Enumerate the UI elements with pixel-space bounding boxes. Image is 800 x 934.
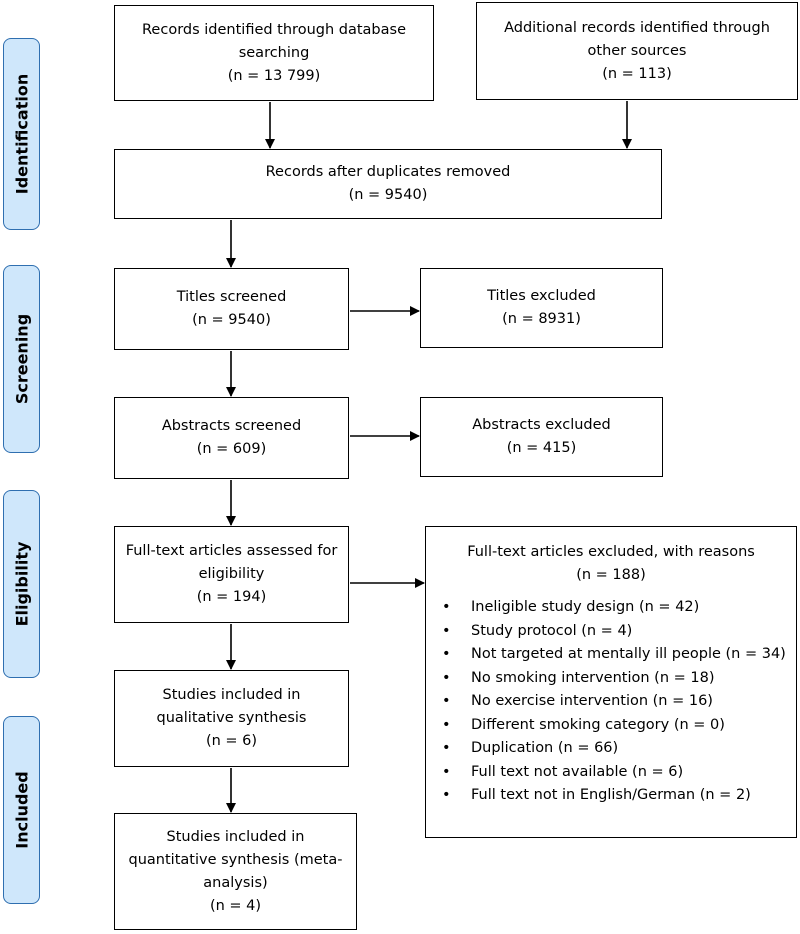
exclusion-reason: • Duplication (n = 66) <box>426 737 796 761</box>
abstracts-screened-count: (n = 609) <box>196 441 267 457</box>
other-sources-line-1: Additional records identified through <box>504 19 770 36</box>
exclusion-reason: • Different smoking category (n = 0) <box>426 714 796 738</box>
fulltext-excluded-heading: Full-text articles excluded, with reason… <box>467 544 755 560</box>
qualitative-line-1: Studies included in <box>162 687 301 703</box>
exclusion-reason: • Not targeted at mentally ill people (n … <box>426 643 796 667</box>
bullet-icon: • <box>442 740 451 756</box>
exclusion-reason: • No exercise intervention (n = 16) <box>426 690 796 714</box>
bullet-icon: • <box>442 646 451 662</box>
exclusion-reason: • Study protocol (n = 4) <box>426 620 796 644</box>
fulltext-assessed-box: Full-text articles assessed for eligibil… <box>114 526 349 623</box>
database-records-box: Records identified through database sear… <box>114 5 434 101</box>
bullet-icon: • <box>442 622 451 639</box>
duplicates-count: (n = 9540) <box>348 187 428 203</box>
exclusion-reason: • Full text not available (n = 6) <box>426 761 796 785</box>
titles-excluded-count: (n = 8931) <box>502 311 581 327</box>
titles-excluded-label: Titles excluded <box>487 288 596 304</box>
exclusion-reason-text: Study protocol (n = 4) <box>471 622 633 639</box>
quantitative-count: (n = 4) <box>209 897 262 914</box>
fulltext-assessed-line-1: Full-text articles assessed for <box>125 543 338 559</box>
exclusion-reason-text: Full text not in English/German (n = 2) <box>471 787 751 803</box>
exclusion-reason: • Ineligible study design (n = 42) <box>426 596 796 620</box>
bullet-icon: • <box>442 669 451 686</box>
exclusion-reason-text: Different smoking category (n = 0) <box>471 716 725 733</box>
titles-excluded-box: Titles excluded (n = 8931) <box>420 268 663 348</box>
exclusion-reason: • Full text not in English/German (n = 2) <box>426 784 796 808</box>
fulltext-excluded-box: Full-text articles excluded, with reason… <box>425 526 797 838</box>
titles-screened-label: Titles screened <box>176 289 287 305</box>
exclusion-reason: • No smoking intervention (n = 18) <box>426 667 796 691</box>
exclusion-reasons-list: • Ineligible study design (n = 42) • Study… <box>426 596 796 808</box>
bullet-icon: • <box>442 787 451 803</box>
exclusion-reason-text: No exercise intervention (n = 16) <box>471 693 713 709</box>
qualitative-synthesis-box: Studies included in qualitative synthesi… <box>114 670 349 767</box>
other-sources-count: (n = 113) <box>602 65 672 82</box>
duplicates-removed-box: Records after duplicates removed (n = 95… <box>114 149 662 219</box>
exclusion-reason-text: No smoking intervention (n = 18) <box>471 669 715 686</box>
fulltext-assessed-line-2: eligibility <box>198 566 265 582</box>
quantitative-line-1: Studies included in <box>166 828 305 845</box>
other-sources-line-2: other sources <box>587 42 687 59</box>
database-line-2: searching <box>238 44 310 61</box>
abstracts-excluded-count: (n = 415) <box>506 440 577 456</box>
fulltext-assessed-count: (n = 194) <box>196 589 267 605</box>
abstracts-excluded-label: Abstracts excluded <box>472 417 611 433</box>
exclusion-reason-text: Not targeted at mentally ill people (n =… <box>471 646 786 662</box>
bullet-icon: • <box>442 763 451 780</box>
abstracts-screened-box: Abstracts screened (n = 609) <box>114 397 349 479</box>
quantitative-line-2: quantitative synthesis (meta- <box>128 851 343 868</box>
abstracts-screened-label: Abstracts screened <box>161 418 302 434</box>
bullet-icon: • <box>442 599 451 615</box>
qualitative-line-2: qualitative synthesis <box>156 710 307 726</box>
stage-included: Included <box>3 716 40 904</box>
database-line-1: Records identified through database <box>142 21 406 38</box>
stage-eligibility: Eligibility <box>3 490 40 678</box>
bullet-icon: • <box>442 693 451 709</box>
stage-screening: Screening <box>3 265 40 453</box>
exclusion-reason-text: Ineligible study design (n = 42) <box>471 599 700 615</box>
titles-screened-box: Titles screened (n = 9540) <box>114 268 349 350</box>
quantitative-synthesis-box: Studies included in quantitative synthes… <box>114 813 357 930</box>
duplicates-line-1: Records after duplicates removed <box>265 164 511 180</box>
bullet-icon: • <box>442 716 451 733</box>
other-sources-box: Additional records identified through ot… <box>476 2 798 100</box>
exclusion-reason-text: Duplication (n = 66) <box>471 740 619 756</box>
exclusion-reason-text: Full text not available (n = 6) <box>471 763 684 780</box>
qualitative-count: (n = 6) <box>205 733 258 749</box>
quantitative-line-3: analysis) <box>203 874 268 891</box>
stage-identification: Identification <box>3 38 40 230</box>
abstracts-excluded-box: Abstracts excluded (n = 415) <box>420 397 663 477</box>
titles-screened-count: (n = 9540) <box>192 312 271 328</box>
database-count: (n = 13 799) <box>227 67 321 84</box>
fulltext-excluded-count: (n = 188) <box>576 567 646 583</box>
